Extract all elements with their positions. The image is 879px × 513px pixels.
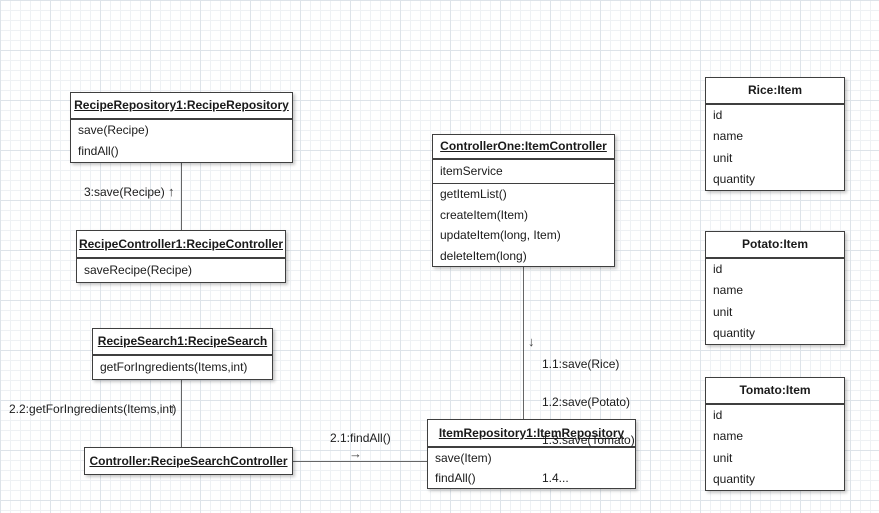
- edge-item-controller-to-item-repository[interactable]: [523, 264, 524, 419]
- method-row: findAll(): [78, 144, 119, 158]
- attribute-row: quantity: [713, 471, 756, 486]
- method-row: getForIngredients(Items,int): [100, 360, 248, 374]
- message-line: 1.4...: [542, 470, 569, 485]
- method-row: save(Recipe): [78, 123, 149, 137]
- message-label-2-2-get-for-ingredients[interactable]: 2.2:getForIngredients(Items,int): [9, 402, 177, 416]
- attribute-row: quantity: [713, 325, 756, 340]
- edge-search-controller-to-item-repository[interactable]: [293, 461, 427, 462]
- message-line: 1.1:save(Rice): [542, 357, 620, 372]
- attribute-row: id: [713, 108, 723, 122]
- object-title: Tomato:Item: [706, 378, 844, 404]
- method-row: getItemList(): [440, 187, 507, 201]
- attribute-row: unit: [713, 150, 733, 165]
- method-row: createItem(Item): [440, 207, 529, 222]
- attribute-row: unit: [713, 450, 733, 465]
- edge-recipe-repository-to-recipe-controller[interactable]: [181, 160, 182, 230]
- uml-object-item-controller[interactable]: ControllerOne:ItemController itemService…: [432, 134, 615, 267]
- message-label-3-save-recipe[interactable]: 3:save(Recipe): [84, 185, 165, 199]
- uml-object-recipe-search-controller[interactable]: Controller:RecipeSearchController: [84, 447, 293, 475]
- object-title: Potato:Item: [706, 232, 844, 258]
- attribute-row: name: [713, 283, 744, 298]
- object-title: Controller:RecipeSearchController: [89, 454, 288, 468]
- uml-object-item-repository[interactable]: ItemRepository1:ItemRepository save(Item…: [427, 419, 636, 489]
- message-line: 1.2:save(Potato): [542, 394, 631, 409]
- arrow-up-icon: ↑: [168, 184, 175, 199]
- uml-object-potato-item[interactable]: Potato:Item id name unit quantity: [705, 231, 845, 345]
- object-title: ItemRepository1:ItemRepository: [428, 420, 635, 447]
- arrow-up-icon: ↑: [169, 401, 176, 416]
- attribute-row: id: [713, 408, 723, 422]
- attribute-row: quantity: [713, 171, 756, 186]
- object-title: ControllerOne:ItemController: [433, 135, 614, 159]
- arrow-right-icon: →: [349, 446, 362, 461]
- message-label-1-x-save-items[interactable]: 1.1:save(Rice) 1.2:save(Potato) 1.3:save…: [542, 333, 635, 509]
- object-title: RecipeSearch1:RecipeSearch: [93, 329, 272, 355]
- uml-object-recipe-repository[interactable]: RecipeRepository1:RecipeRepository save(…: [70, 92, 293, 163]
- method-row: saveRecipe(Recipe): [84, 263, 193, 277]
- uml-object-tomato-item[interactable]: Tomato:Item id name unit quantity: [705, 377, 845, 491]
- object-title: RecipeController1:RecipeController: [77, 231, 285, 258]
- message-label-2-1-find-all[interactable]: 2.1:findAll(): [330, 431, 391, 445]
- object-title: Rice:Item: [706, 78, 844, 104]
- attribute-row: itemService: [440, 164, 503, 178]
- attribute-row: name: [713, 429, 744, 444]
- uml-object-rice-item[interactable]: Rice:Item id name unit quantity: [705, 77, 845, 191]
- message-line: 1.3:save(Tomato): [542, 432, 635, 447]
- uml-object-recipe-controller[interactable]: RecipeController1:RecipeController saveR…: [76, 230, 286, 283]
- method-row: findAll(): [435, 471, 476, 485]
- arrow-down-icon: ↓: [528, 334, 535, 349]
- attribute-row: id: [713, 262, 723, 276]
- uml-object-recipe-search[interactable]: RecipeSearch1:RecipeSearch getForIngredi…: [92, 328, 273, 380]
- attribute-row: name: [713, 129, 744, 144]
- attribute-row: unit: [713, 304, 733, 319]
- method-row: updateItem(long, Item): [440, 228, 561, 242]
- edge-recipe-search-to-search-controller[interactable]: [181, 377, 182, 447]
- method-row: save(Item): [435, 451, 492, 465]
- method-row: deleteItem(long): [440, 248, 527, 263]
- object-title: RecipeRepository1:RecipeRepository: [71, 93, 292, 119]
